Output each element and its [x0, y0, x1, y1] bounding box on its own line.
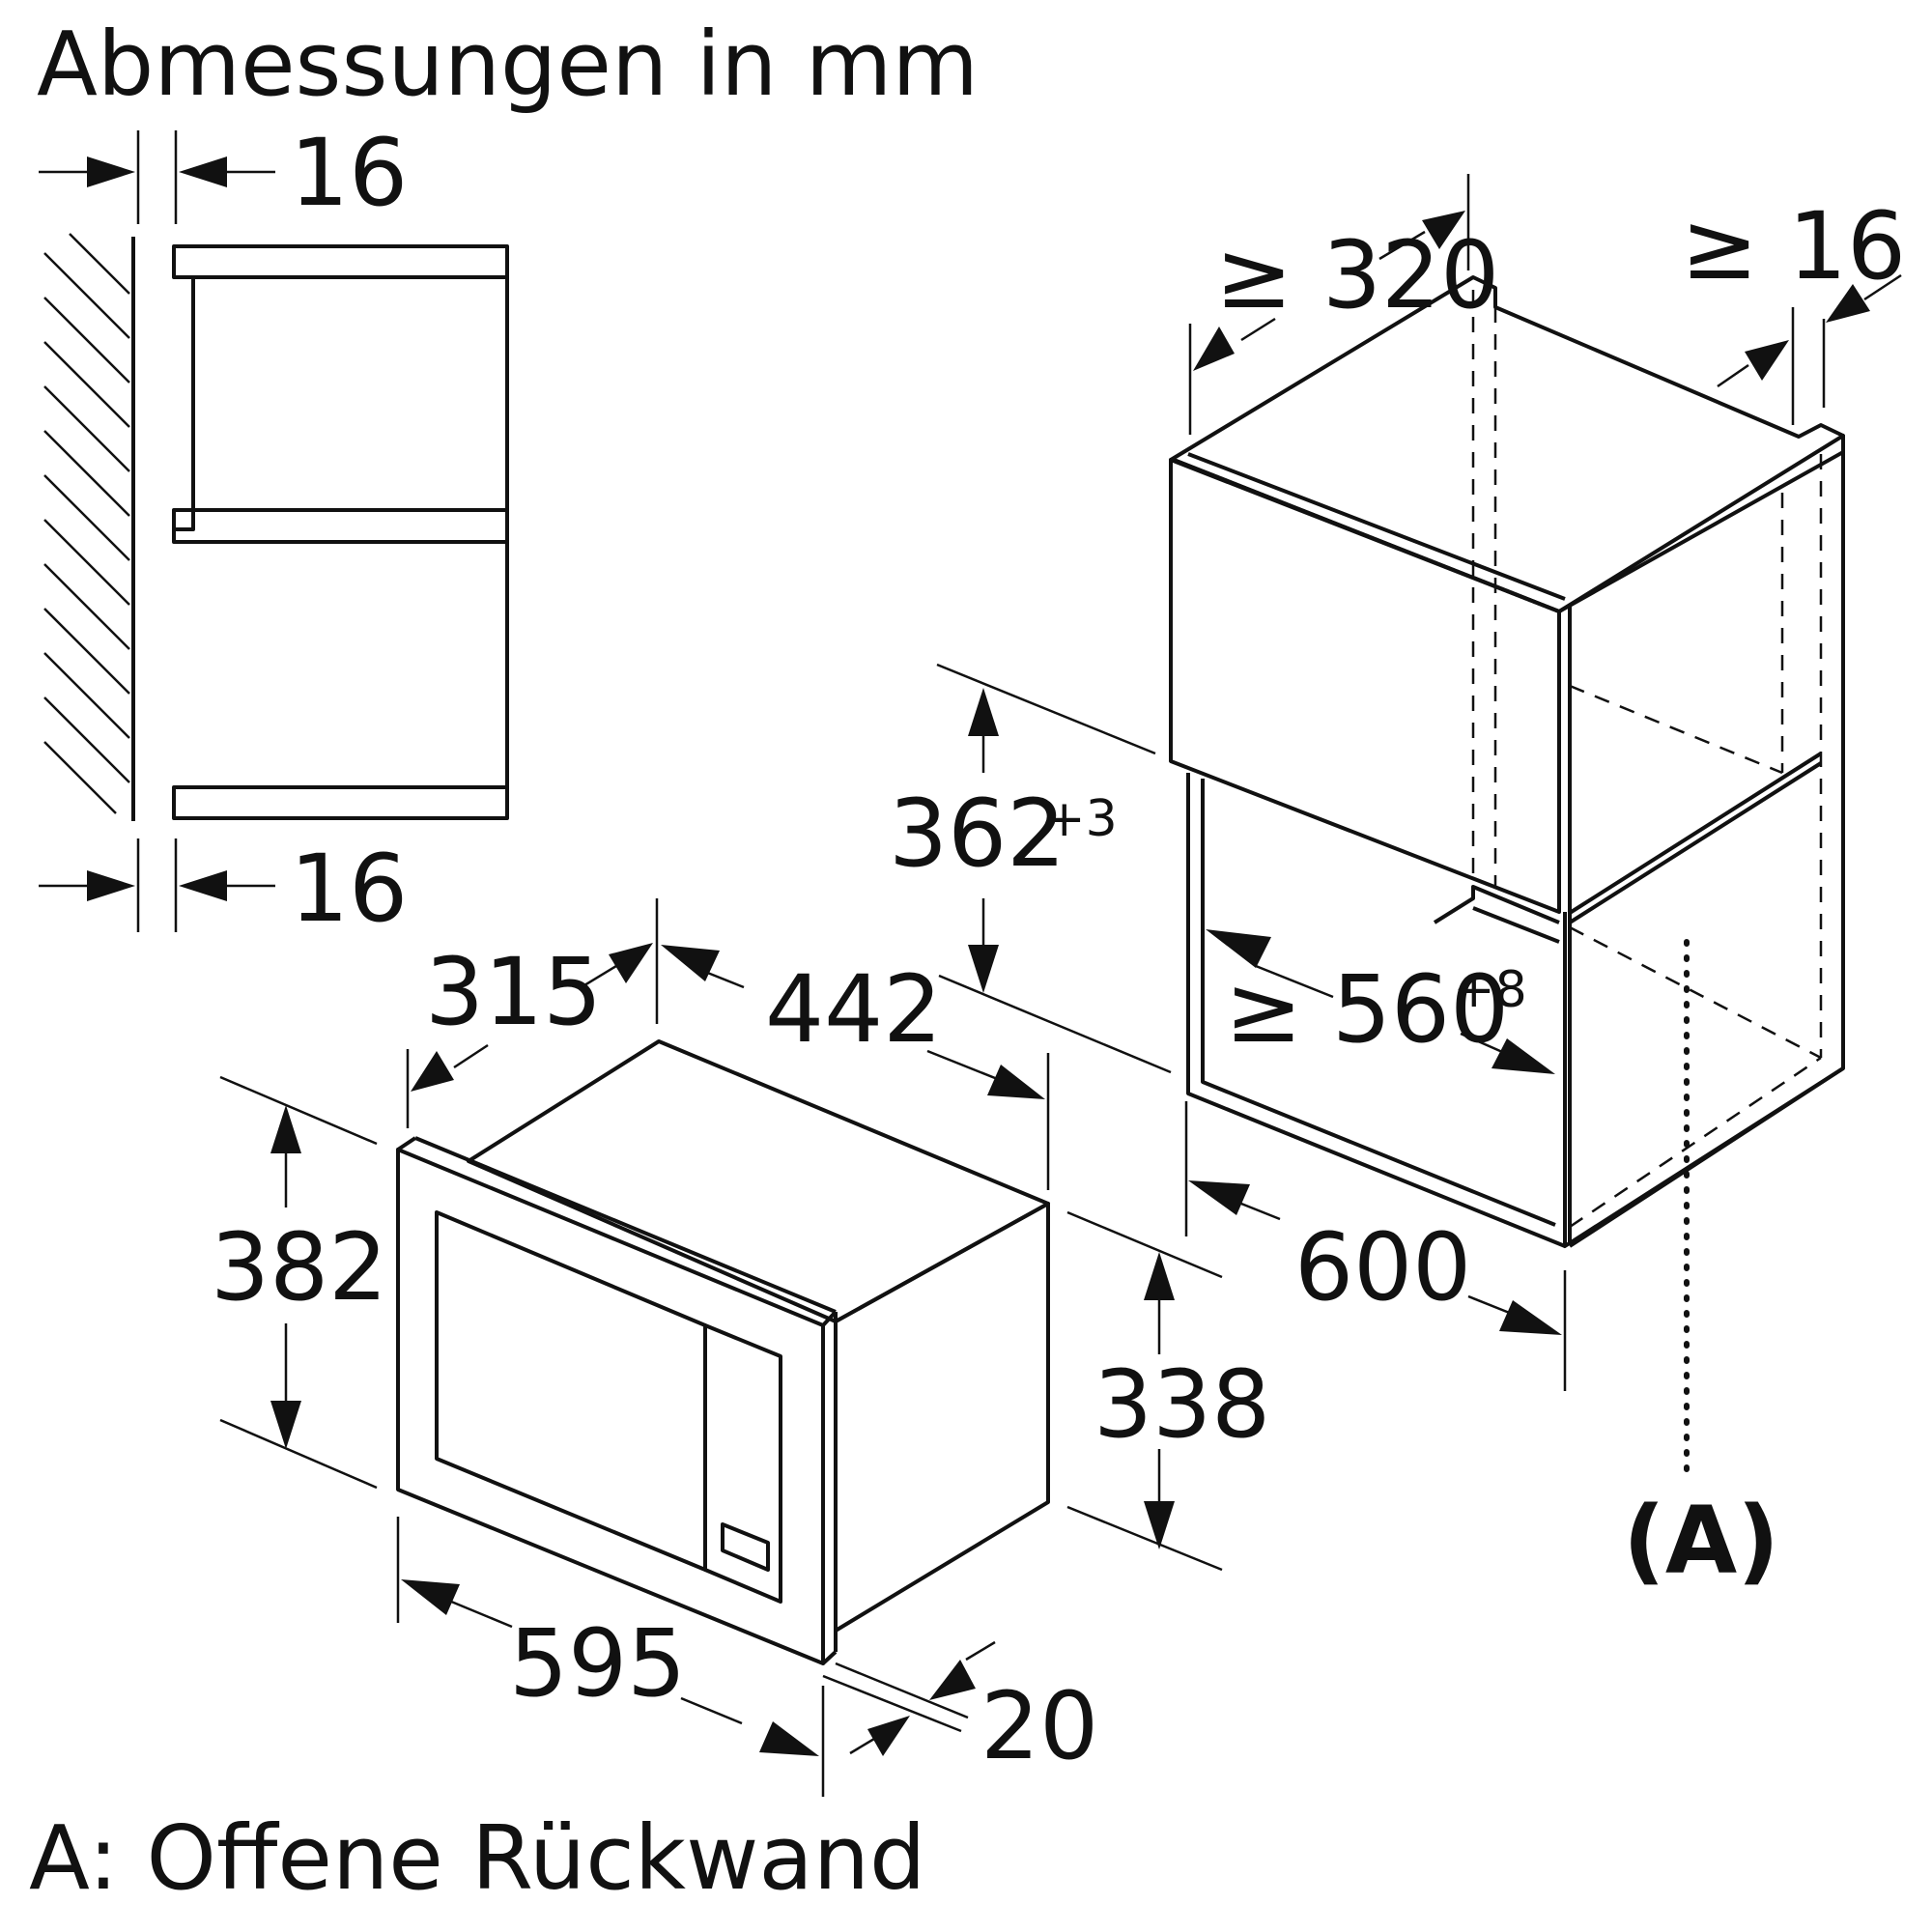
arrowhead — [759, 1721, 819, 1756]
arrowhead — [968, 688, 999, 736]
cabinet-section — [172, 244, 509, 820]
niche-outer-width-dimension: 600 — [1184, 1101, 1567, 1391]
niche-width-tolerance: +8 — [1453, 961, 1527, 1019]
arrowhead — [1826, 284, 1870, 323]
arrowhead — [1492, 1038, 1555, 1074]
arrowhead — [270, 1401, 301, 1449]
niche-width-value: ≥ 560 — [1225, 955, 1509, 1064]
arrowhead — [1206, 929, 1271, 968]
arrowhead — [411, 1051, 454, 1092]
appliance-front-thickness-label: 20 — [980, 1672, 1098, 1780]
arrowhead — [867, 1716, 910, 1756]
arrowhead — [1193, 327, 1235, 371]
arrowhead — [987, 1065, 1045, 1099]
open-back-marker: (A) — [1623, 1487, 1779, 1595]
wall-hatching — [43, 233, 135, 821]
appliance-depth-label: 315 — [425, 938, 602, 1046]
side-gap-dimensions: 16 16 — [39, 119, 408, 943]
appliance-body-height-label: 338 — [1094, 1350, 1270, 1459]
niche-height-tolerance: +3 — [1043, 790, 1118, 848]
drawing-title: Abmessungen in mm — [37, 13, 979, 116]
appliance-body-height-dimension: 338 — [1066, 1210, 1270, 1572]
arrowhead — [87, 156, 135, 187]
arrowhead — [179, 870, 227, 901]
arrowhead — [1144, 1252, 1175, 1300]
arrowhead — [929, 1660, 976, 1700]
niche-depth-dimension: ≥ 320 — [1188, 174, 1499, 435]
arrowhead — [1144, 1501, 1175, 1549]
arrowhead — [179, 156, 227, 187]
appliance-depth-dimension: 315 — [406, 898, 659, 1128]
appliance-body-width-label: 442 — [765, 955, 942, 1064]
appliance-front-width-label: 595 — [509, 1609, 686, 1718]
niche-depth-label: ≥ 320 — [1215, 221, 1499, 329]
appliance-drawing: 315 442 382 338 — [211, 898, 1270, 1797]
appliance-front-thickness-dimension: 20 — [822, 1640, 1098, 1780]
niche-height-value: 362 — [889, 780, 1065, 888]
appliance-front-width-dimension: 595 — [396, 1517, 825, 1797]
niche-outer-width-label: 600 — [1294, 1213, 1471, 1321]
arrowhead — [401, 1579, 460, 1615]
arrowhead — [1188, 1180, 1250, 1215]
arrowhead — [609, 943, 653, 983]
arrowhead — [1422, 211, 1465, 249]
appliance-body-width-dimension: 442 — [661, 945, 1050, 1190]
top-gap-label: 16 — [290, 119, 408, 227]
rear-gap-dimension: ≥ 16 — [1681, 192, 1906, 425]
arrowhead — [1499, 1300, 1562, 1335]
bottom-gap-label: 16 — [290, 835, 408, 943]
hidden-edges — [1471, 290, 1823, 1229]
niche-height-dimension: 362 +3 — [889, 663, 1172, 1074]
niche-drawing: (A) ≥ 320 ≥ 16 — [889, 174, 1906, 1595]
footnote-open-back: A: Offene Rückwand — [29, 1806, 925, 1910]
side-view: 16 16 — [39, 119, 509, 943]
arrowhead — [270, 1105, 301, 1153]
appliance-total-height-label: 382 — [211, 1213, 387, 1321]
niche-inner-width-dimension: ≥ 560 +8 — [1206, 929, 1555, 1074]
arrowhead — [87, 870, 135, 901]
arrowhead — [661, 945, 720, 981]
appliance-total-height-dimension: 382 — [211, 1075, 387, 1490]
rear-gap-label: ≥ 16 — [1681, 192, 1906, 300]
arrowhead — [968, 945, 999, 993]
arrowhead — [1745, 340, 1789, 381]
